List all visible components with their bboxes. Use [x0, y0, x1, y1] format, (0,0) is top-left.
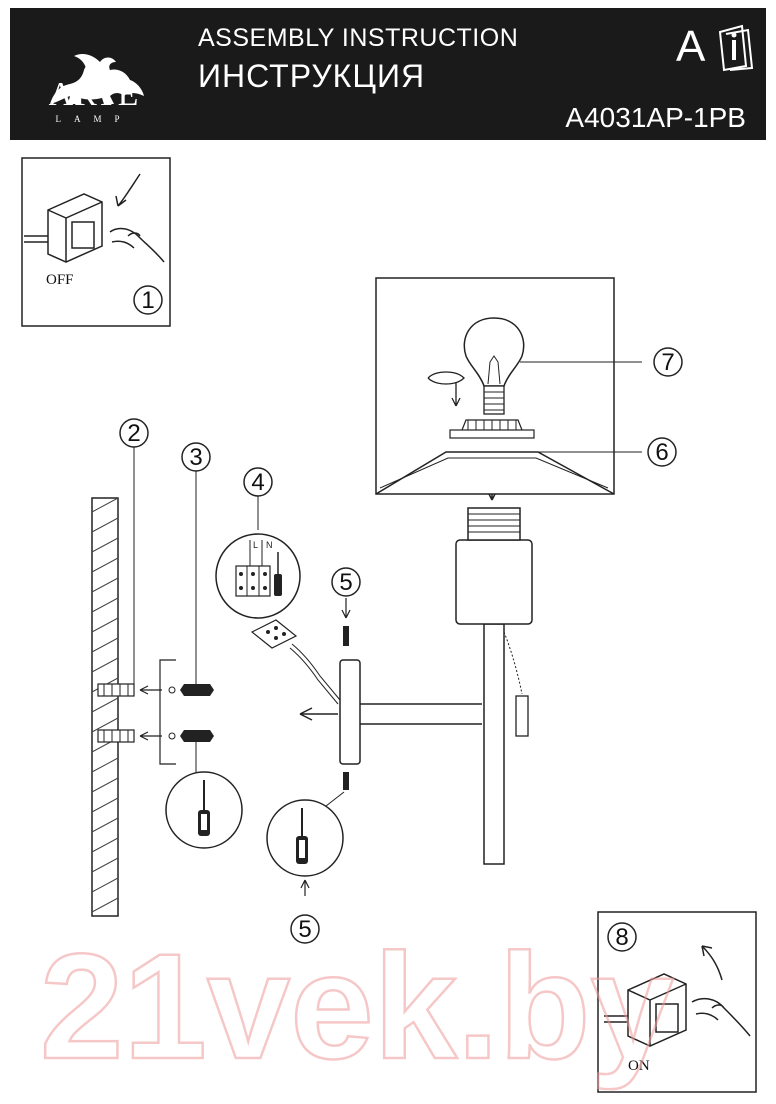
curved-arrow-icon — [701, 945, 723, 981]
step-4-wiring: 4 L N — [215, 467, 341, 705]
mounting-plate — [299, 659, 482, 765]
off-label: OFF — [46, 272, 74, 288]
title-russian: ИНСТРУКЦИЯ — [198, 58, 426, 94]
switch-on-icon — [604, 973, 687, 1047]
document-header: ARTE LAMP ASSEMBLY INSTRUCTION ИНСТРУКЦИ… — [10, 8, 766, 140]
lamp-body — [455, 470, 533, 865]
lamp-shade: 6 — [375, 277, 677, 495]
switch-off-icon — [24, 193, 103, 263]
step-8-panel: 8 ON — [597, 911, 757, 1093]
title-english: ASSEMBLY INSTRUCTION — [198, 24, 519, 52]
step-5-number-bottom: 5 — [298, 916, 311, 943]
step-8-number: 8 — [615, 924, 628, 951]
step-6-number: 6 — [655, 439, 668, 466]
model-number: A4031AP-1PB — [565, 102, 746, 133]
step-3-screws: 3 — [165, 442, 243, 849]
watermark: 21vek.by — [40, 922, 674, 1090]
screwdriver-icon — [198, 780, 210, 836]
step-5-number-top: 5 — [339, 569, 352, 596]
terminal-block-icon — [235, 540, 271, 597]
step-7-number: 7 — [661, 349, 674, 376]
step-5-screws: 5 5 — [266, 567, 361, 944]
wall-section — [91, 497, 119, 917]
step-1-panel: OFF 1 — [21, 157, 171, 327]
on-label: ON — [628, 1058, 650, 1074]
screwdriver-icon — [274, 552, 282, 596]
curved-arrow-icon — [115, 173, 141, 207]
step-3-number: 3 — [189, 444, 202, 471]
step-4-number: 4 — [251, 469, 264, 496]
terminal-n-label: N — [266, 540, 273, 550]
terminal-l-label: L — [253, 540, 258, 550]
screwdriver-icon — [296, 808, 308, 864]
brand-subtitle: LAMP — [55, 114, 133, 124]
griffin-logo-icon — [50, 54, 144, 104]
category-letter: A — [676, 22, 706, 71]
light-bulb-icon: 7 — [427, 317, 683, 415]
hand-icon — [691, 997, 751, 1037]
step-2-number: 2 — [127, 420, 140, 447]
step-1-number: 1 — [141, 287, 154, 314]
brand-name: ARTE — [48, 76, 140, 113]
connector-box-icon — [250, 619, 298, 649]
step-2-anchors: 2 — [97, 418, 176, 765]
manual-info-icon — [718, 24, 754, 72]
hand-icon — [109, 227, 165, 263]
